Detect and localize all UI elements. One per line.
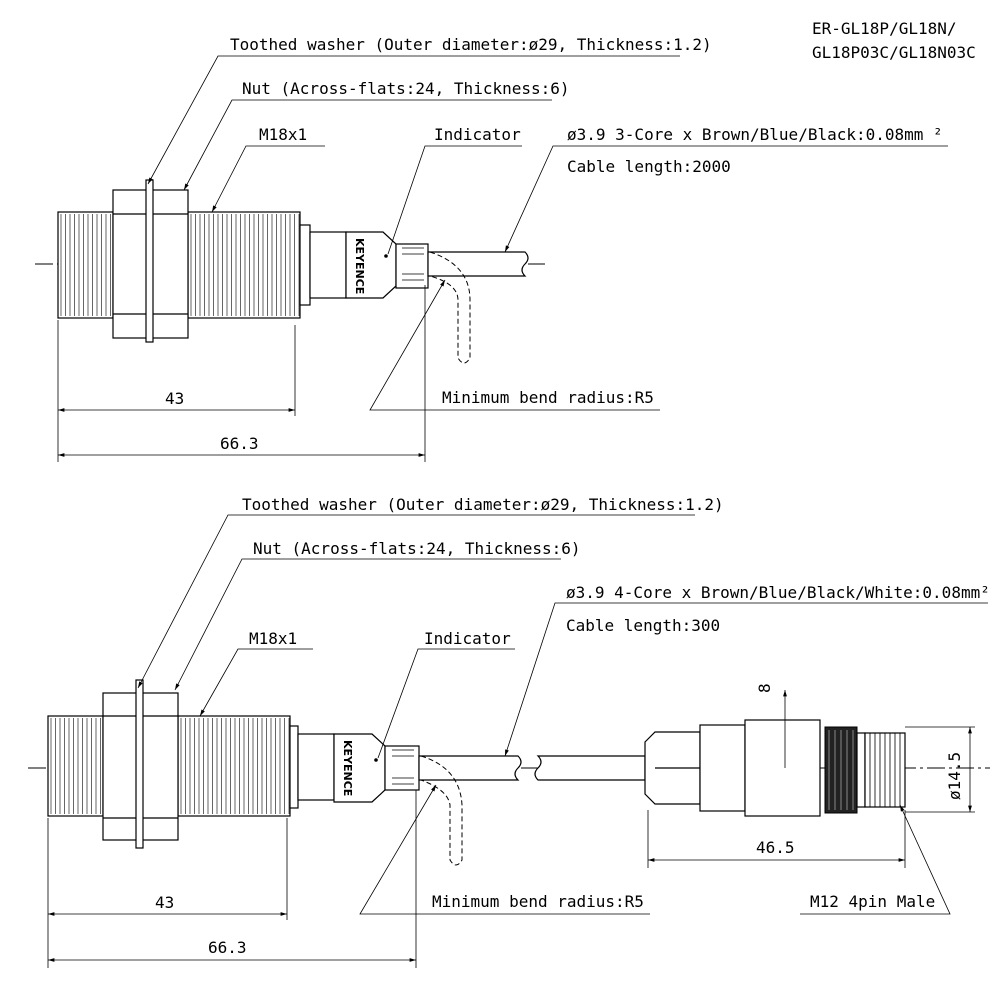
- cable-spec-label: ø3.9 4-Core x Brown/Blue/Black/White:0.0…: [566, 583, 990, 602]
- thread-label: M18x1: [249, 629, 297, 648]
- cable: [427, 251, 529, 277]
- thread-body: [57, 211, 301, 319]
- indicator-dot: [374, 758, 378, 762]
- model-number-line2: GL18P03C/GL18N03C: [812, 43, 976, 62]
- body-step: [299, 224, 311, 306]
- cable-boot: [395, 243, 429, 289]
- toothed-washer: [145, 179, 154, 343]
- dim-connector-length: 46.5: [756, 838, 795, 857]
- indicator-label: Indicator: [424, 629, 511, 648]
- cable-boot: [384, 745, 420, 791]
- washer-label: Toothed washer (Outer diameter:ø29, Thic…: [242, 495, 724, 514]
- brand-logo: KEYENCE: [341, 740, 354, 796]
- washer-label: Toothed washer (Outer diameter:ø29, Thic…: [230, 35, 712, 54]
- nut-label: Nut (Across-flats:24, Thickness:6): [253, 539, 581, 558]
- connector-type-label: M12 4pin Male: [810, 892, 935, 911]
- brand-logo: KEYENCE: [353, 238, 366, 294]
- cable-length-label: Cable length:2000: [567, 157, 731, 176]
- model-number-line1: ER-GL18P/GL18N/: [812, 19, 957, 38]
- sensor-body: [297, 733, 335, 801]
- top-sensor-drawing: KEYENCE Toothed washer (Outer diameter:ø…: [35, 35, 948, 462]
- cable: [418, 755, 522, 781]
- bent-cable-outline: [429, 251, 471, 364]
- sensor-body: [309, 231, 347, 299]
- dim-total-length: 66.3: [208, 938, 247, 957]
- bent-cable-outline: [420, 755, 463, 866]
- bend-radius-label: Minimum bend radius:R5: [432, 892, 644, 911]
- nut-label: Nut (Across-flats:24, Thickness:6): [242, 79, 570, 98]
- dim-thread-length: 43: [155, 893, 174, 912]
- m12-connector: [644, 719, 906, 817]
- dim-offset: 8: [755, 683, 774, 693]
- cable-continued: [534, 755, 646, 781]
- toothed-washer: [135, 679, 144, 849]
- cable-spec-label: ø3.9 3-Core x Brown/Blue/Black:0.08mm ²: [567, 125, 943, 144]
- body-step: [289, 725, 299, 809]
- thread-label: M18x1: [259, 125, 307, 144]
- indicator-label: Indicator: [434, 125, 521, 144]
- dim-total-length: 66.3: [220, 434, 259, 453]
- indicator-dot: [384, 254, 388, 258]
- thread-body: [47, 715, 291, 817]
- bottom-sensor-drawing: KEYENCE Toothed washer (Outer diameter:ø…: [28, 495, 990, 968]
- bend-radius-label: Minimum bend radius:R5: [442, 388, 654, 407]
- dim-thread-length: 43: [165, 389, 184, 408]
- dim-connector-diameter: ø14.5: [945, 752, 964, 800]
- cable-length-label: Cable length:300: [566, 616, 720, 635]
